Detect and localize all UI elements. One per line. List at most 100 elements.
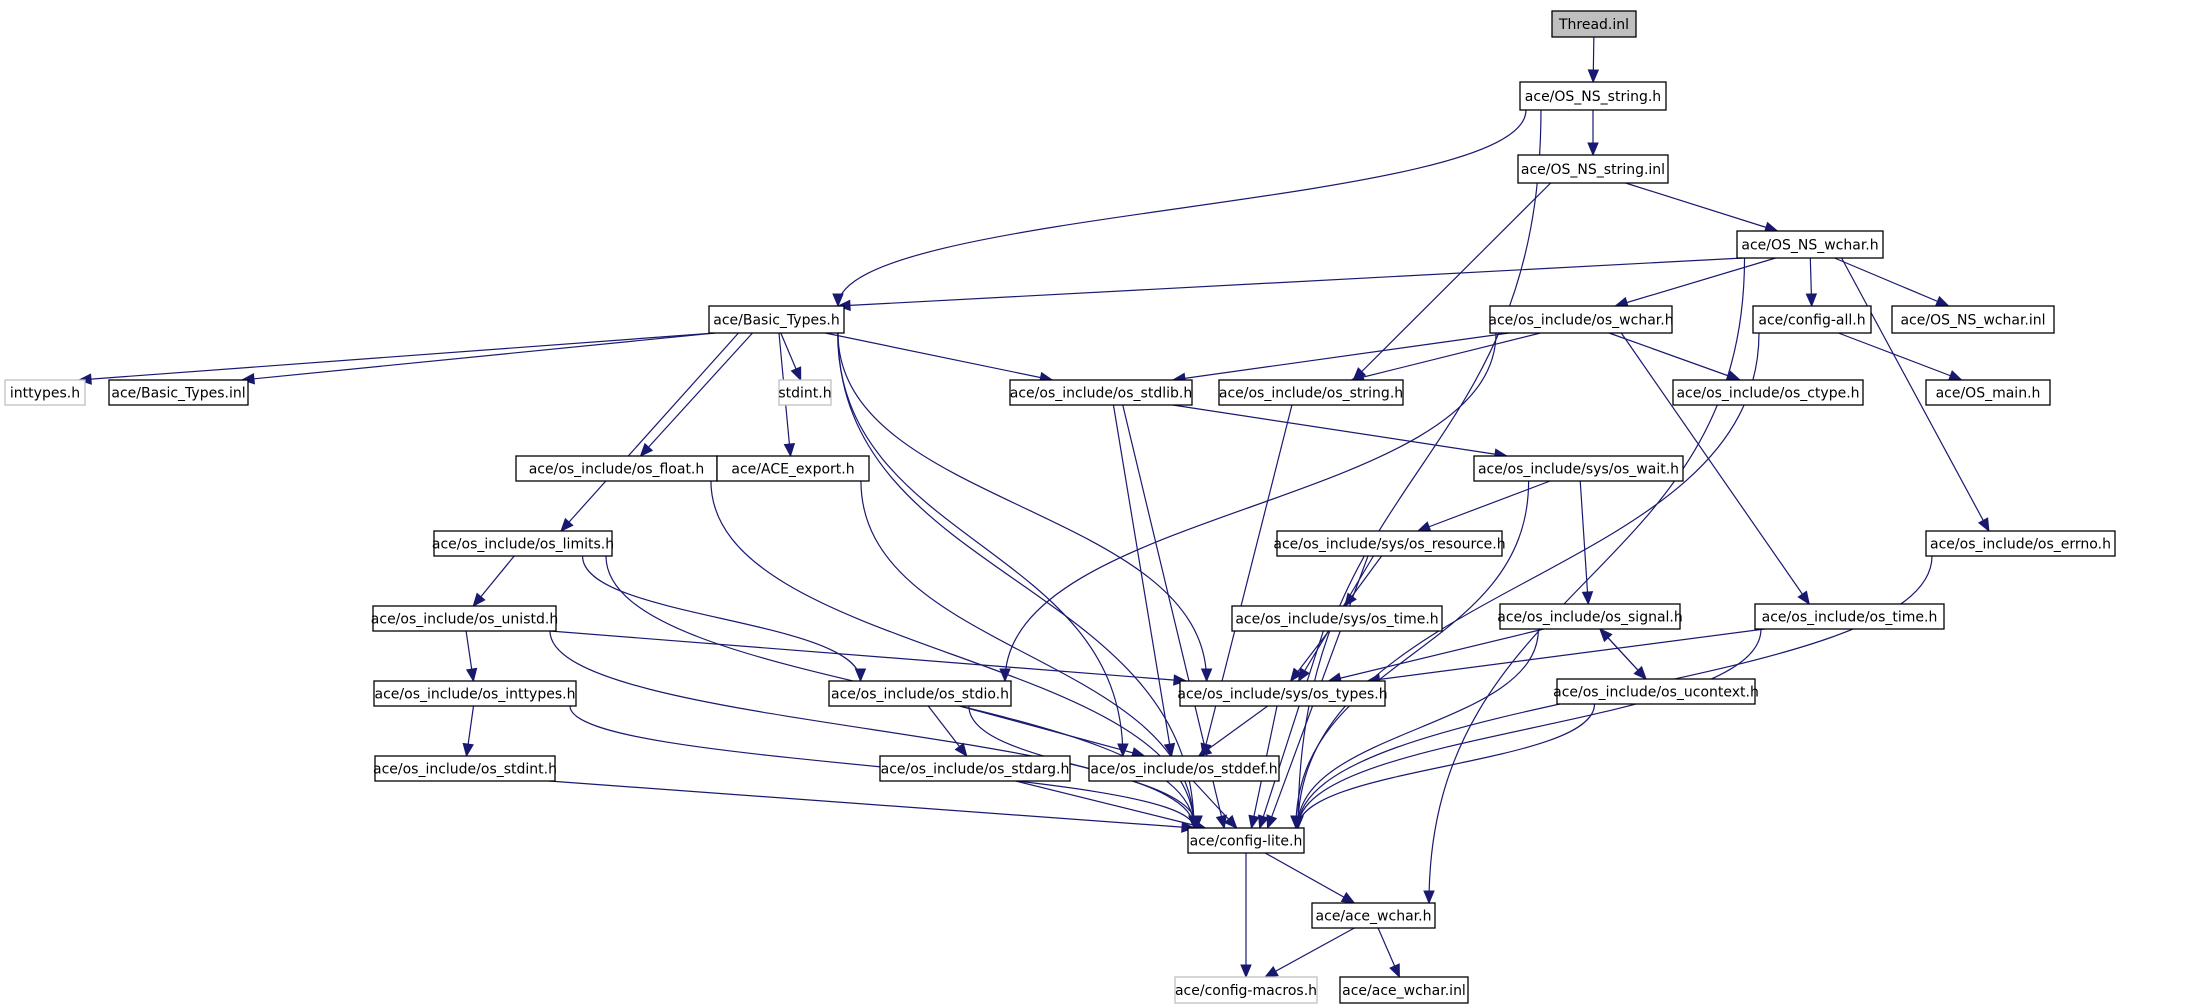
node-os-stdarg-h[interactable]: ace/os_include/os_stdarg.h [879,755,1071,782]
node-os-limits-h[interactable]: ace/os_include/os_limits.h [432,530,614,557]
node-os-main-h[interactable]: ace/OS_main.h [1925,379,2051,406]
arrowhead-icon [954,742,968,758]
node-label: ace/OS_NS_string.inl [1521,162,1665,178]
edges-layer [77,36,1990,979]
node-ace-wchar-inl[interactable]: ace/ace_wchar.inl [1339,976,1469,1004]
node-box [708,305,845,334]
node-ace-export-h[interactable]: ace/ACE_export.h [716,455,870,482]
node-ace-wchar-h[interactable]: ace/ace_wchar.h [1311,902,1436,929]
edge-sys-os-wait-h-to-os-signal-h [1579,480,1589,605]
node-box [1736,230,1884,259]
arrowhead-icon [1340,891,1356,904]
arrowhead-icon [1197,744,1213,757]
edge-os-ns-wchar-h-to-basic-types-h [837,257,1744,307]
edge-basic-types-h-to-os-float-h [640,332,753,457]
arrowhead-icon [472,592,486,608]
arrowhead-icon [1215,814,1227,830]
node-label: ace/os_include/sys/os_time.h [1235,612,1438,628]
node-os-stddef-h[interactable]: ace/os_include/os_stddef.h [1088,755,1280,782]
node-os-signal-h[interactable]: ace/os_include/os_signal.h [1497,603,1683,630]
node-label: ace/os_include/os_inttypes.h [375,687,576,703]
edge-sys-os-types-h-to-os-stddef-h [1198,705,1269,757]
node-os-float-h[interactable]: ace/os_include/os_float.h [515,455,718,482]
edge-config-lite-h-to-ace-wchar-h [1264,852,1355,904]
edge-os-limits-h-to-os-stdio-h [581,555,862,682]
node-label: ace/config-all.h [1758,313,1865,329]
node-box [1925,530,2116,557]
node-basic-types-h[interactable]: ace/Basic_Types.h [708,305,845,334]
node-os-stdio-h[interactable]: ace/os_include/os_stdio.h [828,680,1012,707]
arrowhead-icon [1581,591,1594,606]
node-label: ace/OS_main.h [1936,386,2041,402]
node-box [4,379,86,406]
node-os-unistd-h[interactable]: ace/os_include/os_unistd.h [371,605,558,632]
arrowhead-icon [1163,742,1176,758]
node-box [1174,976,1318,1004]
arrowhead-icon [465,667,478,683]
node-label: ace/os_include/os_string.h [1219,386,1403,402]
arrowhead-icon [1934,295,1950,307]
node-config-macros-h[interactable]: ace/config-macros.h [1174,976,1318,1004]
arrowhead-icon [1240,964,1252,979]
node-label: ace/os_include/os_stdlib.h [1010,386,1192,402]
node-config-lite-h[interactable]: ace/config-lite.h [1187,827,1305,854]
node-sys-os-types-h[interactable]: ace/os_include/sys/os_types.h [1177,680,1388,707]
node-basic-types-inl[interactable]: ace/Basic_Types.inl [108,379,249,406]
node-label: stdint.h [778,386,831,402]
node-label: ace/config-macros.h [1175,983,1317,999]
arrowhead-icon [1258,814,1269,830]
node-config-all-h[interactable]: ace/config-all.h [1752,305,1872,334]
node-box [1187,827,1305,854]
edge-basic-types-h-to-config-lite-h [837,332,1195,829]
edge-os-wchar-h-to-os-string-h [1351,332,1541,381]
node-os-time-h[interactable]: ace/os_include/os_time.h [1754,603,1945,630]
node-label: ace/os_include/os_limits.h [432,537,614,553]
node-label: ace/os_include/os_stdio.h [831,687,1009,703]
node-os-inttypes-h[interactable]: ace/os_include/os_inttypes.h [373,680,577,707]
node-label: ace/os_include/os_ctype.h [1676,386,1859,402]
node-os-wchar-h[interactable]: ace/os_include/os_wchar.h [1488,305,1674,334]
node-box [1752,305,1872,334]
edge-os-wchar-h-to-os-time-h [1620,332,1810,605]
edge-basic-types-h-to-basic-types-inl [241,332,716,381]
node-label: ace/OS_NS_wchar.inl [1900,313,2045,329]
edge-sys-os-wait-h-to-sys-os-resource-h [1417,480,1551,532]
node-os-ns-wchar-inl[interactable]: ace/OS_NS_wchar.inl [1891,305,2055,334]
node-box [373,680,577,707]
edge-basic-types-h-to-os-limits-h [560,332,739,532]
node-thread-inl[interactable]: Thread.inl [1551,10,1637,38]
node-sys-os-time-h[interactable]: ace/os_include/sys/os_time.h [1231,605,1443,632]
node-box [1489,305,1673,334]
node-box [1231,605,1443,632]
node-box [1009,379,1193,406]
node-os-string-h[interactable]: ace/os_include/os_string.h [1218,379,1404,406]
edge-os-wchar-h-to-os-stdlib-h [1172,332,1510,381]
node-inttypes-h[interactable]: inttypes.h [4,379,86,406]
node-box [1276,530,1503,557]
arrowhead-icon [1587,69,1600,84]
node-os-stdlib-h[interactable]: ace/os_include/os_stdlib.h [1009,379,1193,406]
node-stdint-h[interactable]: stdint.h [778,379,832,406]
node-sys-os-wait-h[interactable]: ace/os_include/sys/os_wait.h [1473,455,1684,482]
edge-os-wchar-h-to-os-stdio-h [1004,332,1497,682]
node-os-errno-h[interactable]: ace/os_include/os_errno.h [1925,530,2116,557]
edge-os-ns-wchar-h-to-os-errno-h [1841,257,1990,532]
nodes-layer: Thread.inl ace/OS_NS_string.h ace/OS_NS_st… [4,10,2116,1004]
edge-os-ns-wchar-h-to-os-ns-wchar-inl [1834,257,1949,307]
node-box [374,755,556,782]
edge-os-unistd-h-to-sys-os-types-h [549,630,1187,682]
node-os-ucontext-h[interactable]: ace/os_include/os_ucontext.h [1553,678,1759,705]
node-box [716,455,870,482]
node-sys-os-resource-h[interactable]: ace/os_include/sys/os_resource.h [1273,530,1506,557]
arrowhead-icon [1263,965,1279,978]
node-os-ns-string-h[interactable]: ace/OS_NS_string.h [1519,81,1667,111]
node-os-ns-wchar-h[interactable]: ace/OS_NS_wchar.h [1736,230,1884,259]
node-os-ctype-h[interactable]: ace/os_include/os_ctype.h [1672,379,1864,406]
node-label: ace/os_include/os_signal.h [1497,610,1683,626]
node-os-stdint-h[interactable]: ace/os_include/os_stdint.h [373,755,557,782]
edge-os-stdlib-h-to-sys-os-wait-h [1172,404,1507,457]
node-label: ace/os_include/sys/os_types.h [1177,687,1387,703]
node-os-ns-string-inl[interactable]: ace/OS_NS_string.inl [1517,154,1669,184]
node-label: ace/os_include/os_wchar.h [1488,313,1673,329]
